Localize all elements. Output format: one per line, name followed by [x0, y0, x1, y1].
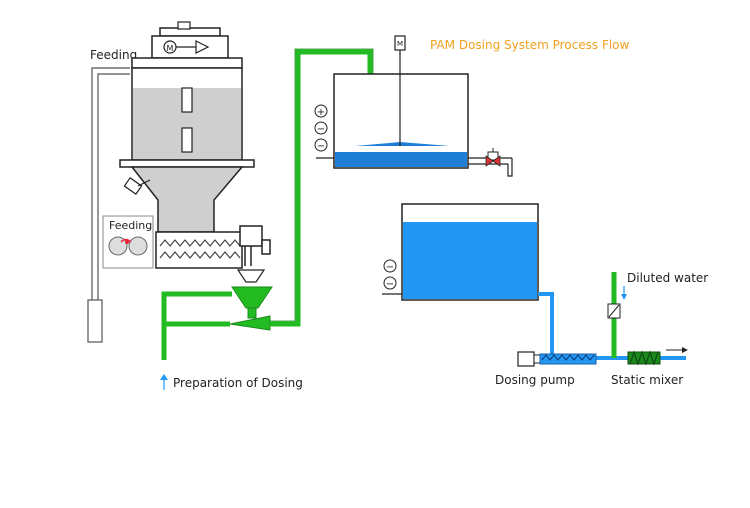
feeding-pipe — [87, 67, 130, 343]
preparation-arrow — [160, 374, 168, 390]
storage-tank — [401, 203, 539, 301]
level-minus-icon: − — [317, 124, 325, 135]
svg-text:M: M — [397, 40, 403, 48]
green-supply-pipe — [161, 49, 373, 360]
storage-minus-icon: − — [386, 262, 394, 273]
svg-text:M: M — [167, 44, 174, 53]
feeding-top-label: Feeding — [90, 48, 137, 62]
dosing-pump — [517, 351, 597, 367]
level-plus-icon: + — [317, 107, 325, 118]
vibrator — [123, 177, 143, 195]
level-minus-icon: − — [317, 141, 325, 152]
mixing-tank: M — [333, 35, 513, 177]
preparation-label: Preparation of Dosing — [173, 376, 303, 390]
storage-minus-icon: − — [386, 279, 394, 290]
feeding-control-box — [102, 215, 154, 269]
static-mixer — [627, 347, 688, 366]
wetting-funnel — [229, 269, 273, 331]
diagram-title: PAM Dosing System Process Flow — [430, 38, 630, 52]
diluted-water-label: Diluted water — [627, 271, 708, 285]
feeding-box-label: Feeding — [109, 219, 152, 232]
static-mixer-label: Static mixer — [611, 373, 683, 387]
sight-glass-upper — [181, 87, 193, 113]
outflow-arrow-icon — [682, 347, 688, 353]
level-switches-storage: − − — [382, 259, 402, 295]
storage-tank-water — [403, 222, 537, 299]
screw-feeder — [155, 225, 271, 269]
dosing-pump-label: Dosing pump — [495, 373, 575, 387]
powder-hopper: M — [119, 21, 255, 233]
level-switches-mixing: + − − — [314, 104, 334, 159]
mixing-tank-water — [335, 152, 467, 167]
sight-glass-lower — [181, 127, 193, 153]
fan-icon — [195, 40, 210, 54]
diluted-water-pipe — [607, 272, 627, 358]
